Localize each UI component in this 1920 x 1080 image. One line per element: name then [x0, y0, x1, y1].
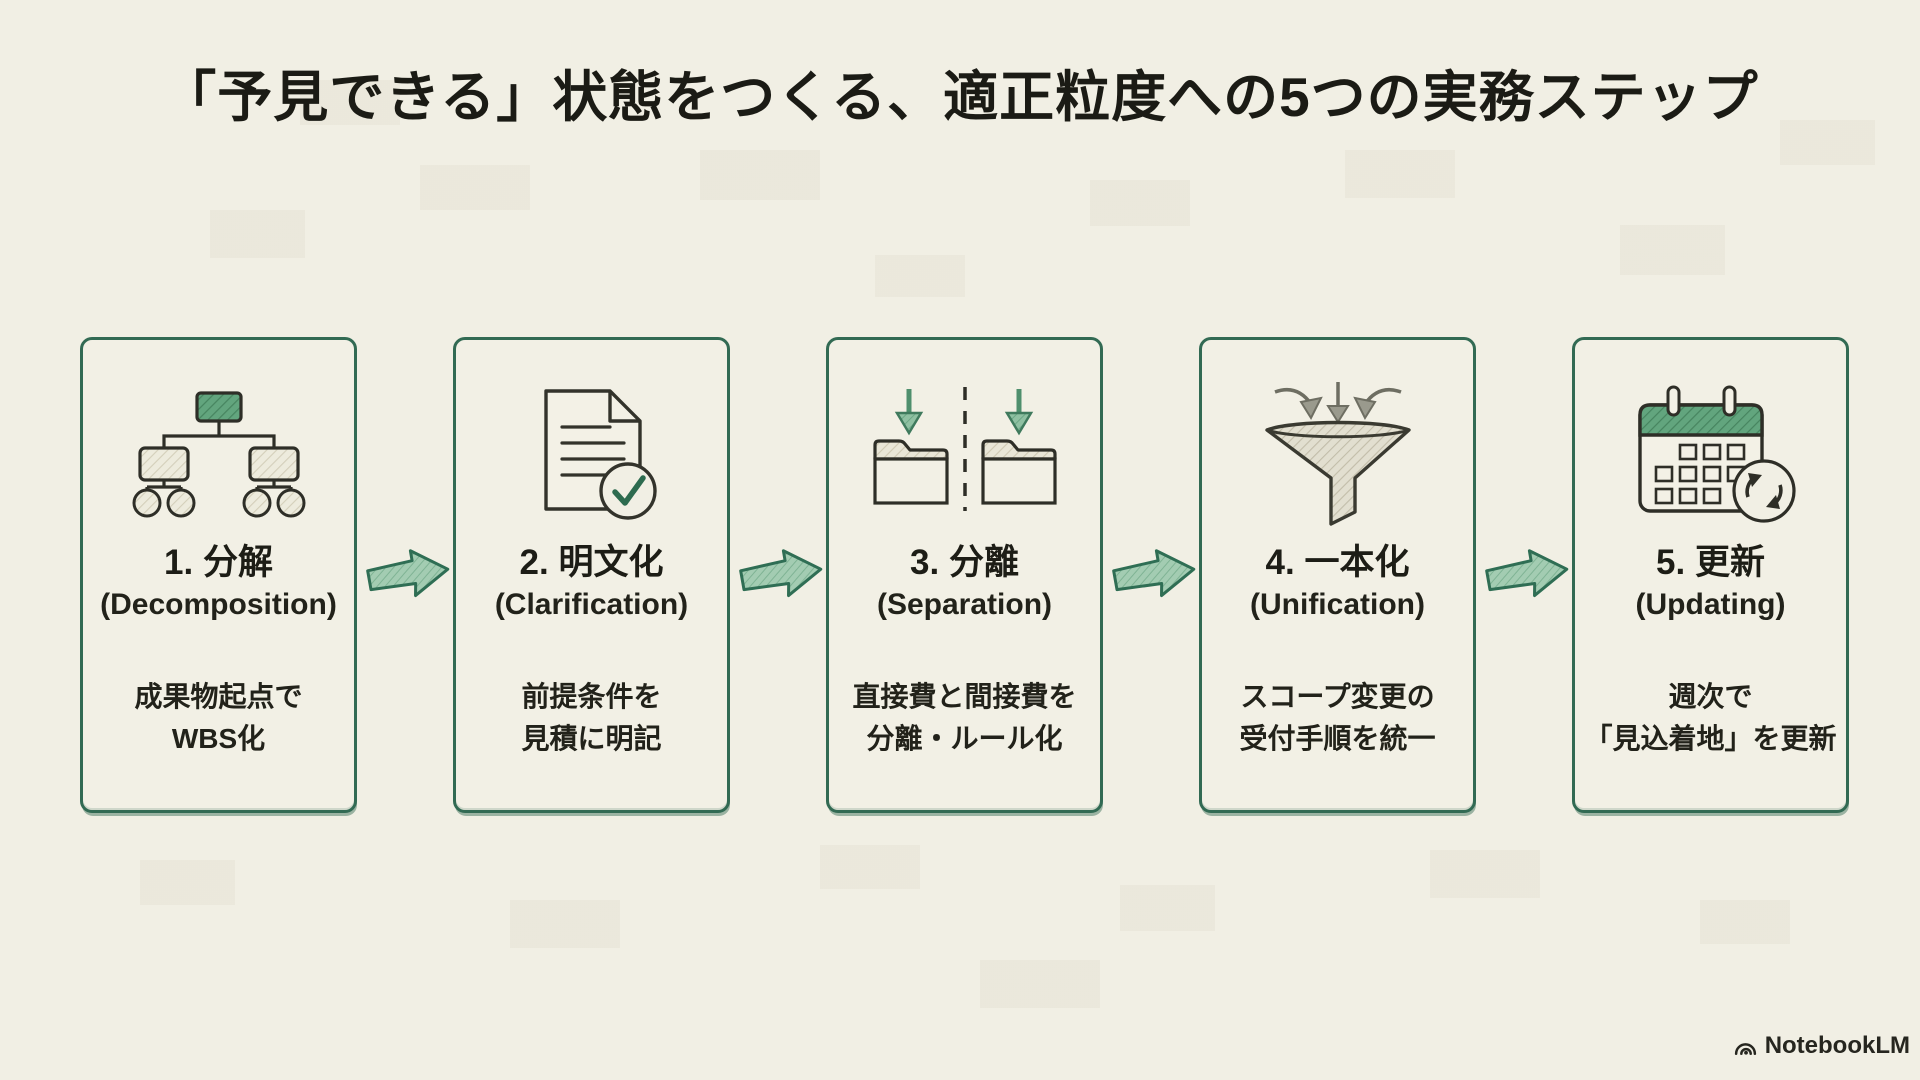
step-description-line: 成果物起点で — [134, 680, 303, 712]
step-title-jp: 3. 分離 — [910, 543, 1019, 582]
step-title-en: (Clarification) — [494, 588, 689, 621]
step-title-jp: 1. 分解 — [164, 543, 273, 582]
step-description-line: 分離・ルール化 — [866, 722, 1063, 754]
calendar-refresh-icon — [1575, 364, 1846, 542]
flow-arrow-icon — [1109, 546, 1199, 602]
step-card-decomposition: 1. 分解 (Decomposition) 成果物起点で WBS化 — [80, 337, 357, 813]
brand-footer: NotebookLM — [1733, 1032, 1910, 1060]
document-check-icon — [456, 364, 727, 542]
step-title-en: (Updating) — [1635, 588, 1786, 621]
flow-arrow-icon — [363, 546, 453, 602]
step-card-updating: 5. 更新 (Updating) 週次で 「見込着地」を更新 — [1572, 337, 1849, 813]
flow-arrow-icon — [1482, 546, 1572, 602]
step-title-en: (Decomposition) — [100, 588, 337, 621]
funnel-icon — [1202, 364, 1473, 542]
step-description-line: 前提条件を — [521, 680, 662, 712]
step-description: 成果物起点で WBS化 — [83, 676, 354, 760]
step-description-line: スコープ変更の — [1240, 680, 1435, 712]
step-title-jp: 4. 一本化 — [1265, 543, 1410, 582]
step-title-en: (Separation) — [876, 588, 1053, 621]
step-description-line: 直接費と間接費を — [852, 680, 1077, 712]
step-card-separation: 3. 分離 (Separation) 直接費と間接費を 分離・ルール化 — [826, 337, 1103, 813]
split-folders-icon — [829, 364, 1100, 542]
step-description: スコープ変更の 受付手順を統一 — [1202, 676, 1473, 760]
step-description: 前提条件を 見積に明記 — [456, 676, 727, 760]
step-title-jp: 5. 更新 — [1656, 543, 1765, 582]
flow-arrow-icon — [736, 546, 826, 602]
step-card-unification: 4. 一本化 (Unification) スコープ変更の 受付手順を統一 — [1199, 337, 1476, 813]
brand-name: NotebookLM — [1764, 1032, 1910, 1059]
notebooklm-logo-icon — [1733, 1034, 1758, 1059]
step-description-line: 見積に明記 — [521, 722, 662, 754]
step-title-en: (Unification) — [1250, 588, 1425, 621]
page-title: 「予見できる」状態をつくる、適正粒度への5つの実務ステップ — [161, 66, 1759, 128]
step-description-line: 「見込着地」を更新 — [1584, 722, 1837, 754]
step-description-line: 受付手順を統一 — [1239, 722, 1436, 754]
step-description-line: 週次で — [1668, 680, 1753, 712]
step-description: 直接費と間接費を 分離・ルール化 — [829, 676, 1100, 760]
step-description: 週次で 「見込着地」を更新 — [1575, 676, 1846, 760]
step-title-jp: 2. 明文化 — [519, 543, 664, 582]
step-description-line: WBS化 — [171, 722, 266, 754]
step-card-clarification: 2. 明文化 (Clarification) 前提条件を 見積に明記 — [453, 337, 730, 813]
hierarchy-tree-icon — [83, 364, 354, 542]
